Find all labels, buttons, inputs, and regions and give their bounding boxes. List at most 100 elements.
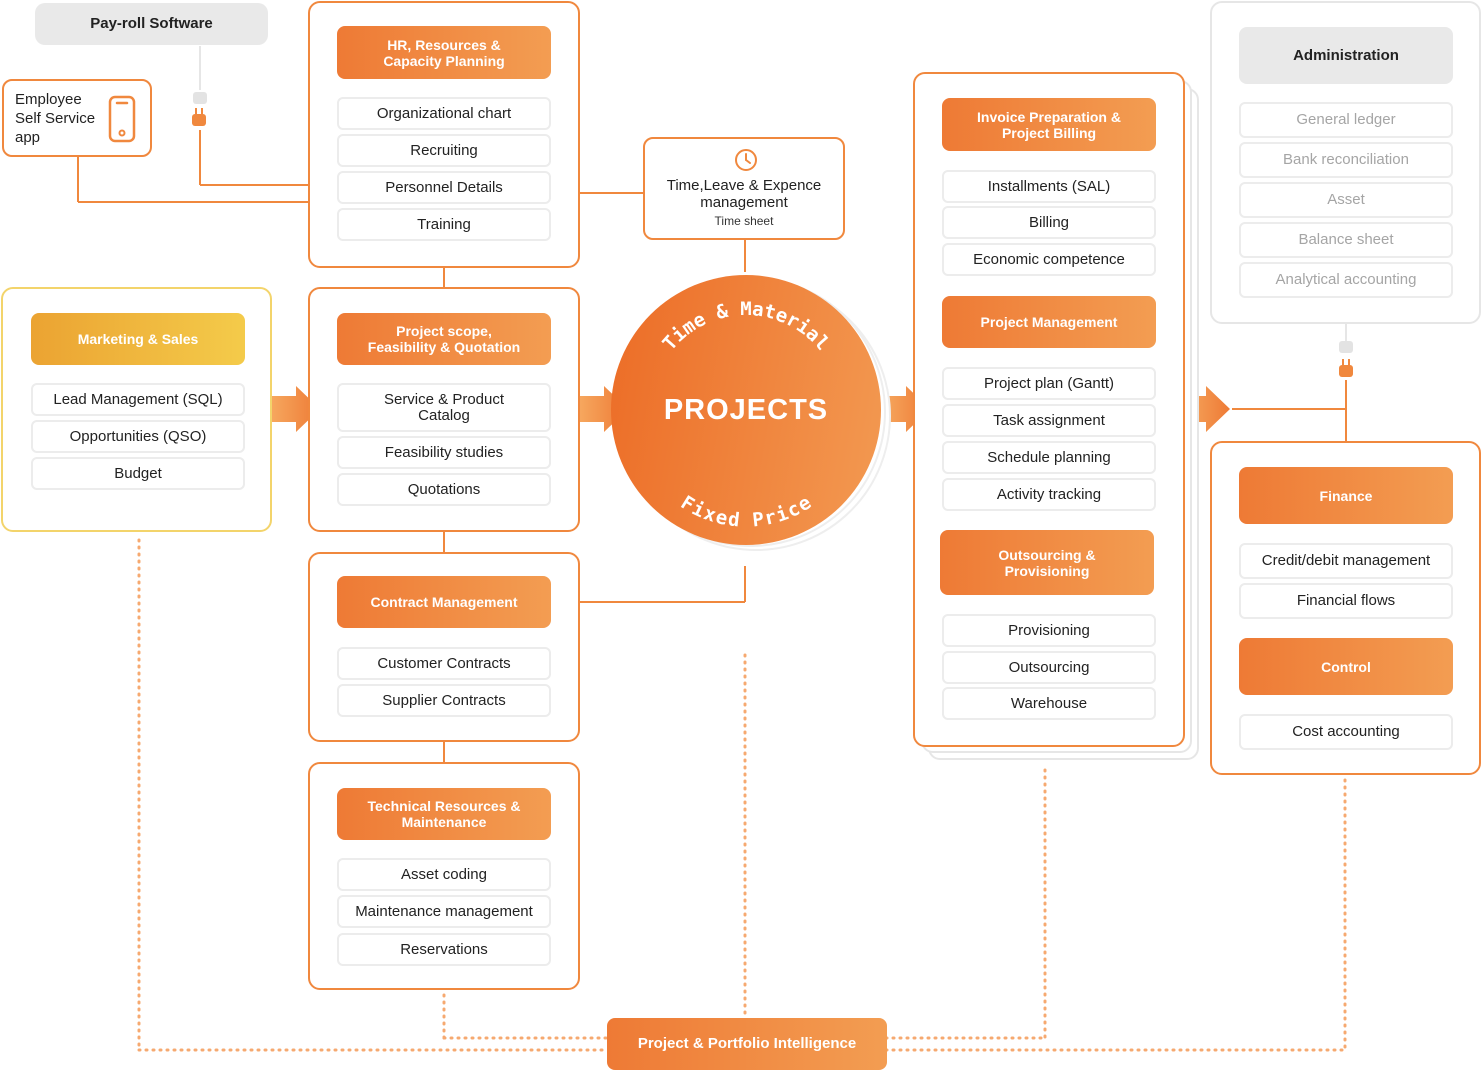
- list-item[interactable]: Service & Product Catalog: [337, 383, 551, 432]
- list-item[interactable]: Credit/debit management: [1239, 543, 1453, 579]
- item-label: Customer Contracts: [377, 654, 511, 672]
- pm-header[interactable]: Project Management: [942, 296, 1156, 348]
- list-item[interactable]: Reservations: [337, 933, 551, 966]
- item-label: Reservations: [400, 940, 488, 958]
- outsourcing-header[interactable]: Outsourcing & Provisioning: [940, 530, 1154, 595]
- list-item[interactable]: Financial flows: [1239, 583, 1453, 619]
- phone-icon: [108, 95, 136, 143]
- item-label: Bank reconciliation: [1283, 151, 1409, 168]
- list-item[interactable]: Organizational chart: [337, 97, 551, 130]
- item-label: Billing: [1028, 213, 1070, 231]
- time-subtitle: Time sheet: [714, 214, 774, 228]
- list-item[interactable]: Training: [337, 208, 551, 241]
- time-leave-panel[interactable]: Time,Leave & Expence management Time she…: [643, 137, 845, 240]
- list-item[interactable]: Asset: [1239, 182, 1453, 218]
- list-item[interactable]: Billing: [942, 206, 1156, 239]
- list-item[interactable]: Personnel Details: [337, 171, 551, 204]
- item-label: Feasibility studies: [384, 443, 504, 461]
- technical-header[interactable]: Technical Resources & Maintenance: [337, 788, 551, 840]
- list-item[interactable]: Supplier Contracts: [337, 684, 551, 717]
- item-label: Task assignment: [993, 411, 1105, 429]
- item-label: General ledger: [1296, 111, 1396, 128]
- time-title: Time,Leave & Expence management: [666, 177, 822, 211]
- finance-header-label: Finance: [1319, 487, 1373, 504]
- employee-self-service-box[interactable]: Employee Self Service app: [2, 79, 152, 157]
- svg-text:Time & Material: Time & Material: [658, 298, 833, 355]
- hr-header-label: HR, Resources & Capacity Planning: [383, 36, 505, 69]
- list-item[interactable]: Maintenance management: [337, 895, 551, 928]
- control-header[interactable]: Control: [1239, 638, 1453, 695]
- arc-top-label: Time & Material: [658, 298, 833, 355]
- list-item[interactable]: Quotations: [337, 473, 551, 506]
- list-item[interactable]: Cost accounting: [1239, 714, 1453, 750]
- administration-header[interactable]: Administration: [1239, 27, 1453, 84]
- item-label: Opportunities (QSO): [69, 427, 207, 445]
- hr-header[interactable]: HR, Resources & Capacity Planning: [337, 26, 551, 79]
- list-item[interactable]: Asset coding: [337, 858, 551, 891]
- list-item[interactable]: Installments (SAL): [942, 170, 1156, 203]
- finance-header[interactable]: Finance: [1239, 467, 1453, 524]
- contract-header[interactable]: Contract Management: [337, 576, 551, 628]
- item-label: Balance sheet: [1298, 231, 1394, 248]
- list-item[interactable]: Opportunities (QSO): [31, 420, 245, 453]
- item-label: Supplier Contracts: [382, 691, 506, 709]
- item-label: Asset: [1327, 191, 1365, 208]
- pm-header-label: Project Management: [980, 314, 1118, 330]
- item-label: Maintenance management: [355, 902, 533, 920]
- item-label: Asset coding: [401, 865, 487, 883]
- item-label: Installments (SAL): [987, 177, 1111, 195]
- item-label: Analytical accounting: [1275, 271, 1417, 288]
- list-item[interactable]: Task assignment: [942, 404, 1156, 437]
- marketing-header[interactable]: Marketing & Sales: [31, 313, 245, 365]
- item-label: Organizational chart: [376, 104, 512, 122]
- item-label: Cost accounting: [1292, 723, 1400, 740]
- list-item[interactable]: Outsourcing: [942, 651, 1156, 684]
- list-item[interactable]: Provisioning: [942, 614, 1156, 647]
- marketing-header-label: Marketing & Sales: [77, 331, 199, 347]
- payroll-label: Pay-roll Software: [90, 15, 213, 32]
- list-item[interactable]: Lead Management (SQL): [31, 383, 245, 416]
- list-item[interactable]: Feasibility studies: [337, 436, 551, 469]
- item-label: Quotations: [407, 480, 481, 498]
- contract-header-label: Contract Management: [370, 594, 518, 610]
- list-item[interactable]: Activity tracking: [942, 478, 1156, 511]
- list-item[interactable]: Economic competence: [942, 243, 1156, 276]
- list-item[interactable]: General ledger: [1239, 102, 1453, 138]
- projects-circle[interactable]: PROJECTS: [611, 275, 881, 545]
- item-label: Warehouse: [1010, 694, 1088, 712]
- item-label: Project plan (Gantt): [983, 374, 1115, 392]
- list-item[interactable]: Schedule planning: [942, 441, 1156, 474]
- arc-bottom-label: Fixed Price: [677, 492, 815, 532]
- clock-icon: [735, 149, 757, 171]
- ess-label: Employee Self Service app: [15, 91, 96, 146]
- list-item[interactable]: Project plan (Gantt): [942, 367, 1156, 400]
- item-label: Training: [417, 215, 471, 233]
- list-item[interactable]: Budget: [31, 457, 245, 490]
- item-label: Provisioning: [1008, 621, 1090, 639]
- projects-title: PROJECTS: [663, 393, 829, 426]
- list-item[interactable]: Warehouse: [942, 687, 1156, 720]
- outsourcing-header-label: Outsourcing & Provisioning: [998, 546, 1096, 579]
- list-item[interactable]: Recruiting: [337, 134, 551, 167]
- item-label: Recruiting: [410, 141, 478, 159]
- list-item[interactable]: Balance sheet: [1239, 222, 1453, 258]
- scope-header[interactable]: Project scope, Feasibility & Quotation: [337, 313, 551, 365]
- item-label: Financial flows: [1296, 592, 1396, 609]
- control-header-label: Control: [1321, 658, 1371, 675]
- item-label: Lead Management (SQL): [53, 390, 223, 408]
- list-item[interactable]: Analytical accounting: [1239, 262, 1453, 298]
- plug-icon: [192, 92, 207, 126]
- item-label: Schedule planning: [987, 448, 1111, 466]
- list-item[interactable]: Customer Contracts: [337, 647, 551, 680]
- item-label: Economic competence: [973, 250, 1125, 268]
- item-label: Budget: [114, 464, 162, 482]
- item-label: Outsourcing: [1008, 658, 1090, 676]
- invoice-header-label: Invoice Preparation & Project Billing: [977, 108, 1121, 141]
- scope-header-label: Project scope, Feasibility & Quotation: [367, 323, 521, 355]
- invoice-header[interactable]: Invoice Preparation & Project Billing: [942, 98, 1156, 151]
- intelligence-box[interactable]: Project & Portfolio Intelligence: [607, 1018, 887, 1070]
- list-item[interactable]: Bank reconciliation: [1239, 142, 1453, 178]
- item-label: Credit/debit management: [1261, 552, 1431, 569]
- payroll-software-box[interactable]: Pay-roll Software: [35, 3, 268, 45]
